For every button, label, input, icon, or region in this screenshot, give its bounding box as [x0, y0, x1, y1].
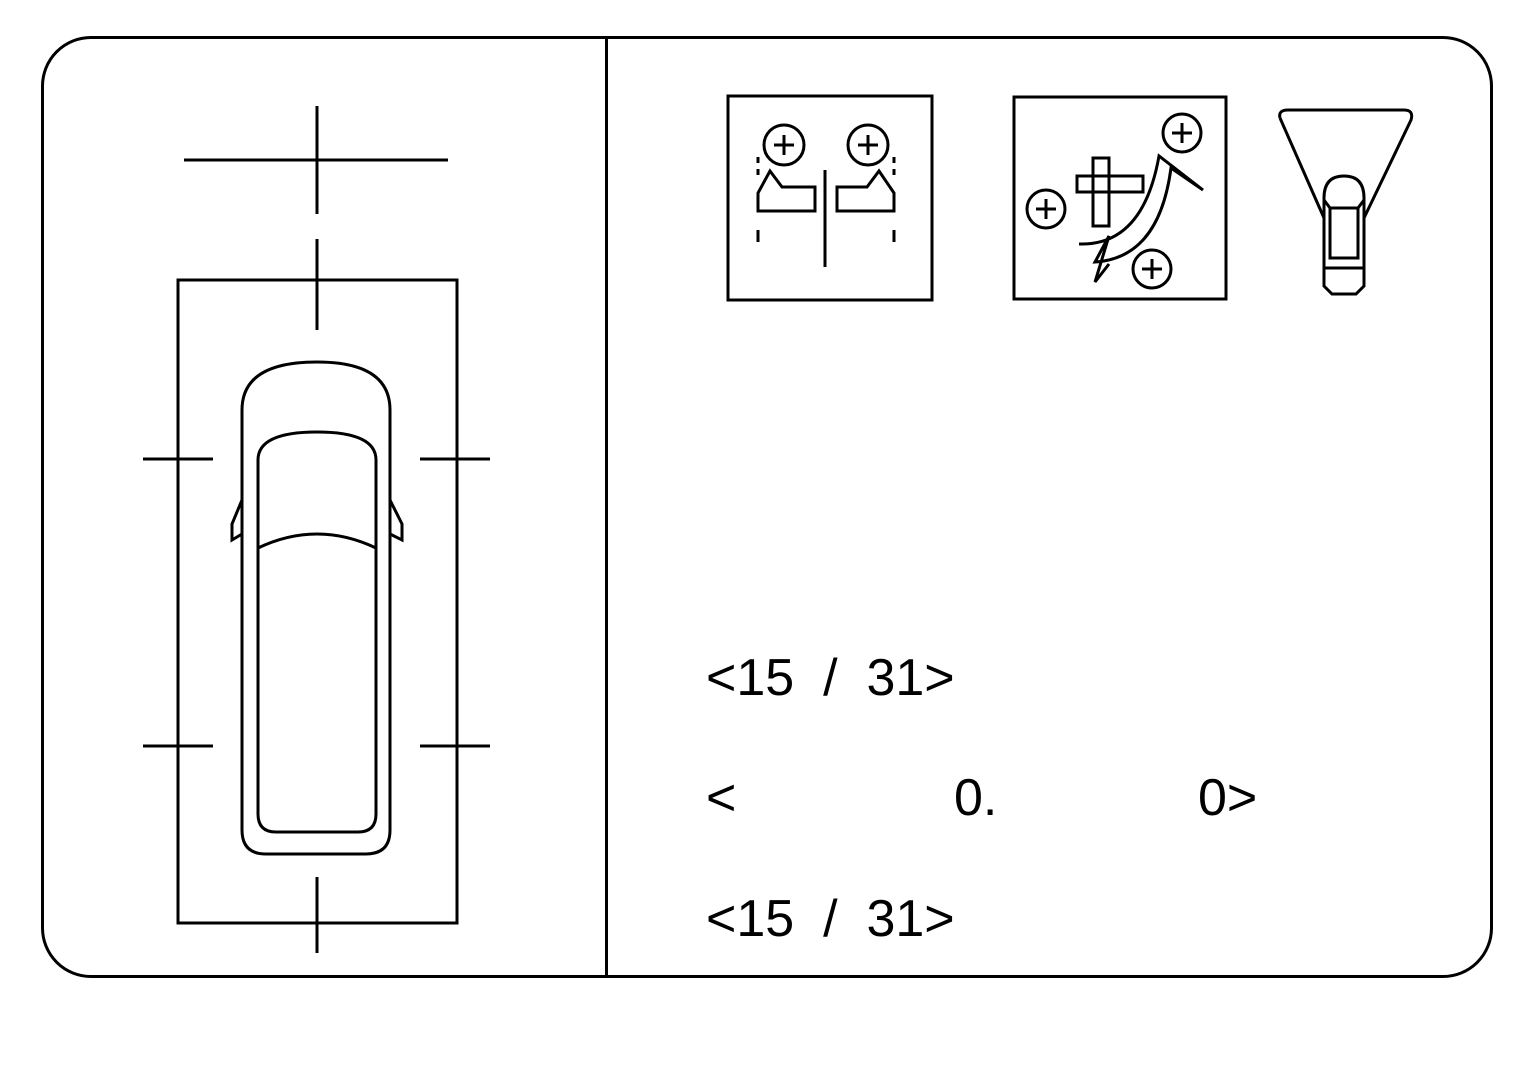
readout-row-2-right: 0> — [1198, 769, 1258, 827]
vehicle-boundary-box — [176, 278, 459, 925]
vehicle-beam-pattern-icon — [1278, 108, 1414, 296]
pane-divider — [605, 36, 608, 978]
headlight-aim-adjust-icon — [726, 94, 934, 302]
readout-row-1: <15 / 31> — [706, 649, 955, 707]
display-frame — [41, 36, 1493, 978]
vehicle-view — [143, 106, 490, 953]
readout-row-2-left: < — [706, 769, 737, 827]
readout-row-3: <15 / 31> — [706, 890, 955, 948]
steering-alignment-adjust-icon — [1012, 95, 1228, 301]
readout-row-2-center: 0. — [954, 769, 998, 827]
car-top-view-icon — [230, 360, 404, 856]
